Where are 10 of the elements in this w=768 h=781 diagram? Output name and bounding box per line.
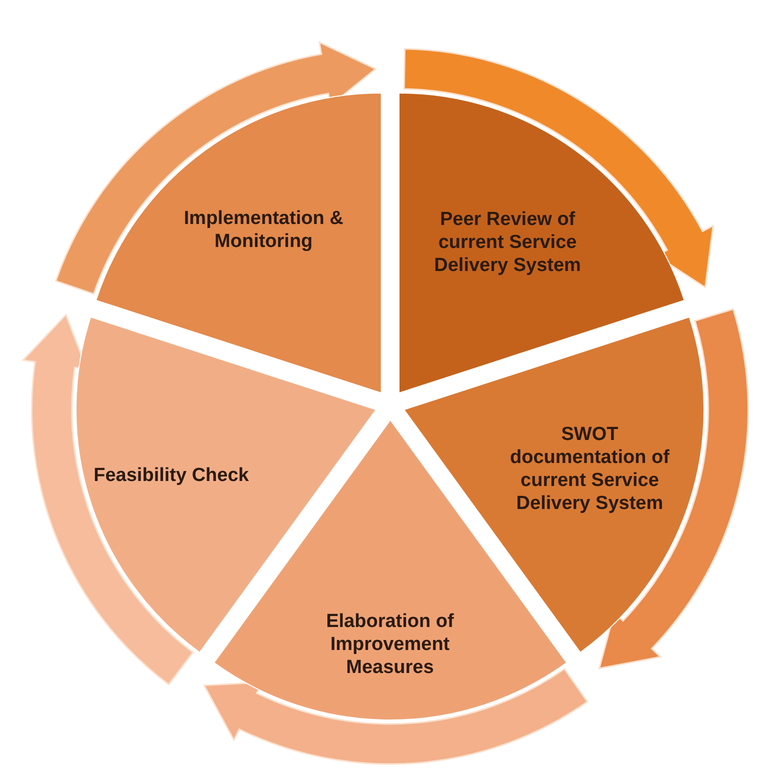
curved-arrow [22, 314, 194, 686]
curved-arrow [203, 668, 588, 765]
curved-arrow [403, 48, 714, 288]
curved-arrow [598, 308, 748, 670]
curved-arrow [55, 42, 376, 295]
segment-label: SWOT documentation of current Service Delivery System [509, 424, 670, 516]
segment-label: Peer Review of current Service Delivery System [433, 209, 582, 278]
segment-label: Feasibility Check [92, 464, 250, 488]
segment-label: Elaboration of Improvement Measures [325, 611, 455, 680]
segment-label: Implementation & Monitoring [182, 208, 344, 254]
